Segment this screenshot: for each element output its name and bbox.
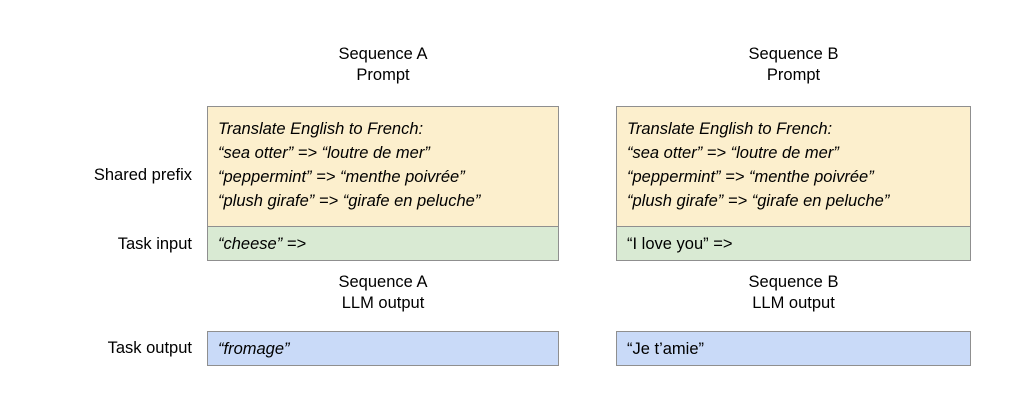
shared-prefix-line: Translate English to French:: [218, 120, 424, 138]
column-header-sequence-a-output: Sequence A LLM output: [207, 272, 559, 314]
header-line-sequence-name: Sequence A: [338, 45, 428, 63]
header-line-section-name: LLM output: [341, 294, 425, 312]
column-header-sequence-b-output: Sequence B LLM output: [616, 272, 971, 314]
sequence-a-prompt-stack: Translate English to French: “sea otter”…: [207, 106, 559, 261]
shared-prefix-line: “peppermint” => “menthe poivrée”: [627, 168, 874, 186]
shared-prefix-line: “plush girafe” => “girafe en peluche”: [627, 192, 890, 210]
sequence-b-shared-prefix-box: Translate English to French: “sea otter”…: [616, 106, 971, 227]
shared-prefix-line: “plush girafe” => “girafe en peluche”: [218, 192, 481, 210]
sequence-b-output-stack: “Je t’amie”: [616, 331, 971, 366]
shared-prefix-line: “peppermint” => “menthe poivrée”: [218, 168, 465, 186]
header-line-section-name: LLM output: [752, 294, 835, 312]
sequence-a-output-stack: “fromage”: [207, 331, 559, 366]
shared-prefix-line: “sea otter” => “loutre de mer”: [218, 144, 430, 162]
shared-prefix-line: “sea otter” => “loutre de mer”: [627, 144, 839, 162]
sequence-a-task-output-box: “fromage”: [207, 331, 559, 366]
row-label-shared-prefix: Shared prefix: [93, 166, 192, 184]
sequence-b-prompt-stack: Translate English to French: “sea otter”…: [616, 106, 971, 261]
row-label-task-output: Task output: [107, 339, 192, 357]
header-line-sequence-name: Sequence A: [338, 273, 428, 291]
row-label-task-input: Task input: [117, 235, 192, 253]
header-line-section-name: Prompt: [766, 66, 821, 84]
sequence-b-task-input-box: “I love you” =>: [616, 226, 971, 261]
sequence-b-task-output-box: “Je t’amie”: [616, 331, 971, 366]
shared-prefix-line: Translate English to French:: [627, 120, 833, 138]
column-header-sequence-b-prompt: Sequence B Prompt: [616, 44, 971, 86]
column-header-sequence-a-prompt: Sequence A Prompt: [207, 44, 559, 86]
sequence-a-shared-prefix-box: Translate English to French: “sea otter”…: [207, 106, 559, 227]
header-line-section-name: Prompt: [356, 66, 410, 84]
sequence-a-task-input-box: “cheese” =>: [207, 226, 559, 261]
header-line-sequence-name: Sequence B: [748, 273, 839, 291]
header-line-sequence-name: Sequence B: [748, 45, 839, 63]
